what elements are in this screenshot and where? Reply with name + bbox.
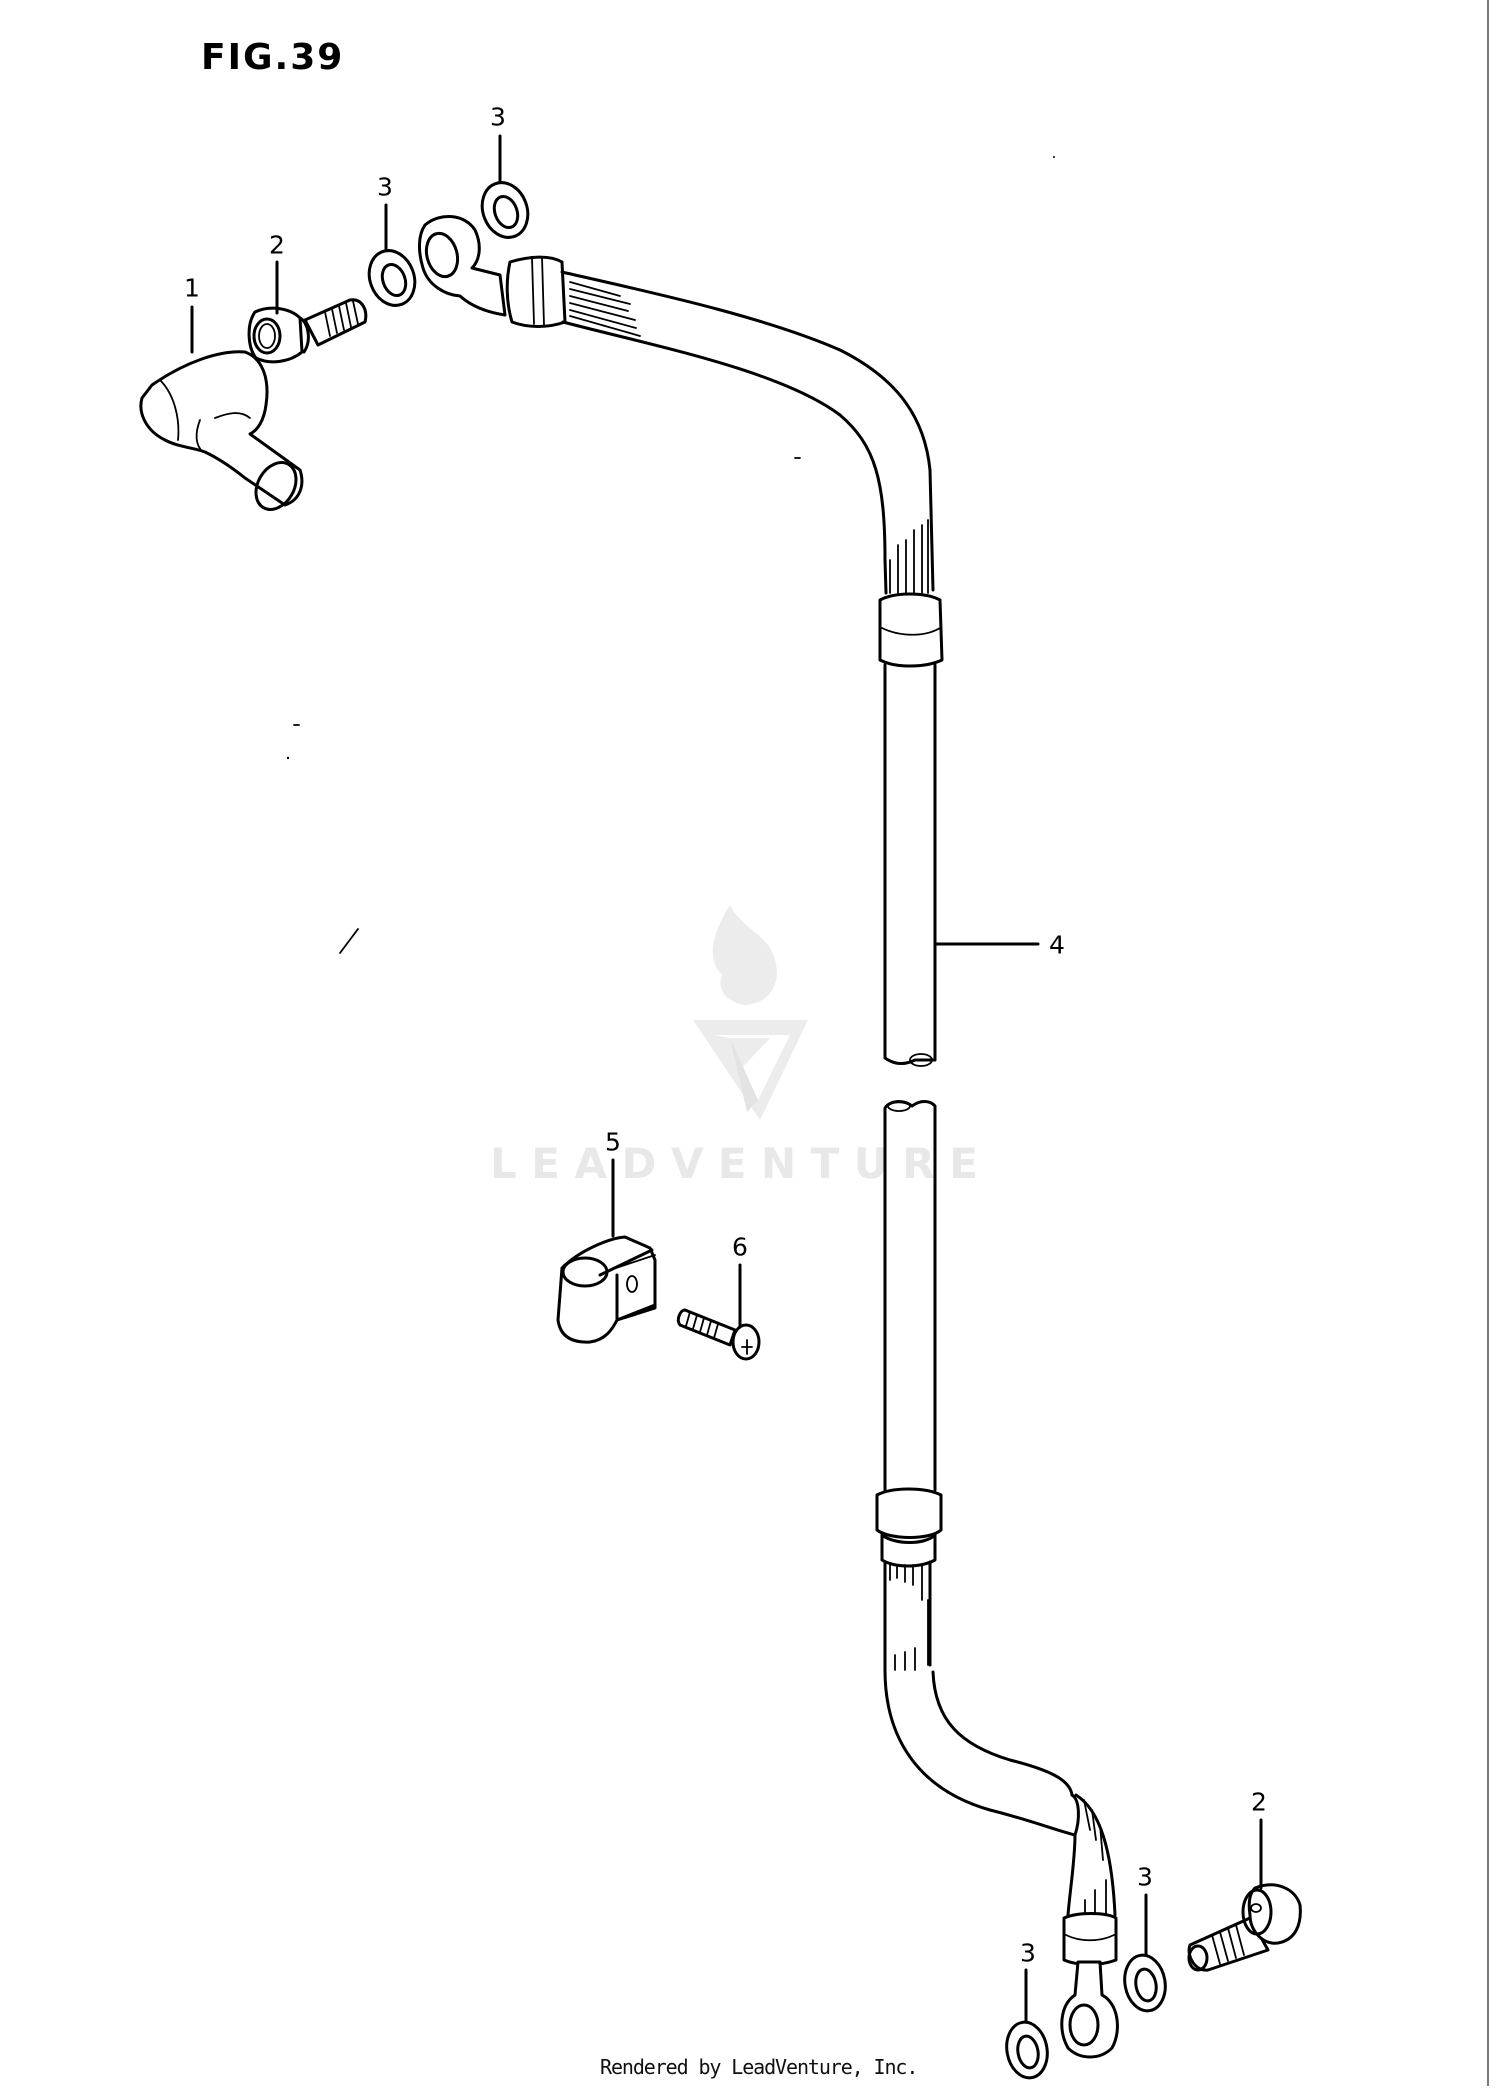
part-3-gasket-lower-left[interactable] [1002, 2019, 1051, 2081]
scan-artifacts [286, 156, 1055, 954]
part-4-brake-hose[interactable] [418, 215, 1119, 2059]
part-3-gasket-lower-right[interactable] [1120, 1952, 1169, 2014]
figure-title: FIG.39 [201, 37, 345, 78]
part-2-union-bolt-lower[interactable] [1187, 1883, 1302, 1972]
part-2-union-bolt-upper[interactable] [247, 298, 368, 364]
callout-3-upper-inner[interactable]: 3 [377, 172, 393, 202]
part-1-rubber-cap[interactable] [139, 350, 304, 517]
part-5-hose-clamp[interactable] [556, 1235, 657, 1344]
footer-credit: Rendered by LeadVenture, Inc. [600, 2055, 918, 2079]
part-6-clamp-screw[interactable] [676, 1308, 761, 1361]
callout-3-lower-left[interactable]: 3 [1020, 1938, 1036, 1968]
part-3-gasket-upper-inner[interactable] [362, 244, 422, 312]
callout-1[interactable]: 1 [184, 273, 200, 303]
part-3-gasket-upper-outer[interactable] [475, 176, 535, 244]
callout-2-lower[interactable]: 2 [1251, 1787, 1267, 1817]
callout-2-upper[interactable]: 2 [269, 230, 285, 260]
callout-5[interactable]: 5 [605, 1127, 621, 1157]
callout-3-lower-right[interactable]: 3 [1137, 1862, 1153, 1892]
callout-4[interactable]: 4 [1049, 930, 1065, 960]
callout-3-upper-outer[interactable]: 3 [490, 102, 506, 132]
leader-lines [190, 134, 1263, 2024]
callout-6[interactable]: 6 [732, 1232, 748, 1262]
page-border-right [1487, 0, 1489, 2086]
watermark-text: LEADVENTURE [490, 1139, 993, 1188]
